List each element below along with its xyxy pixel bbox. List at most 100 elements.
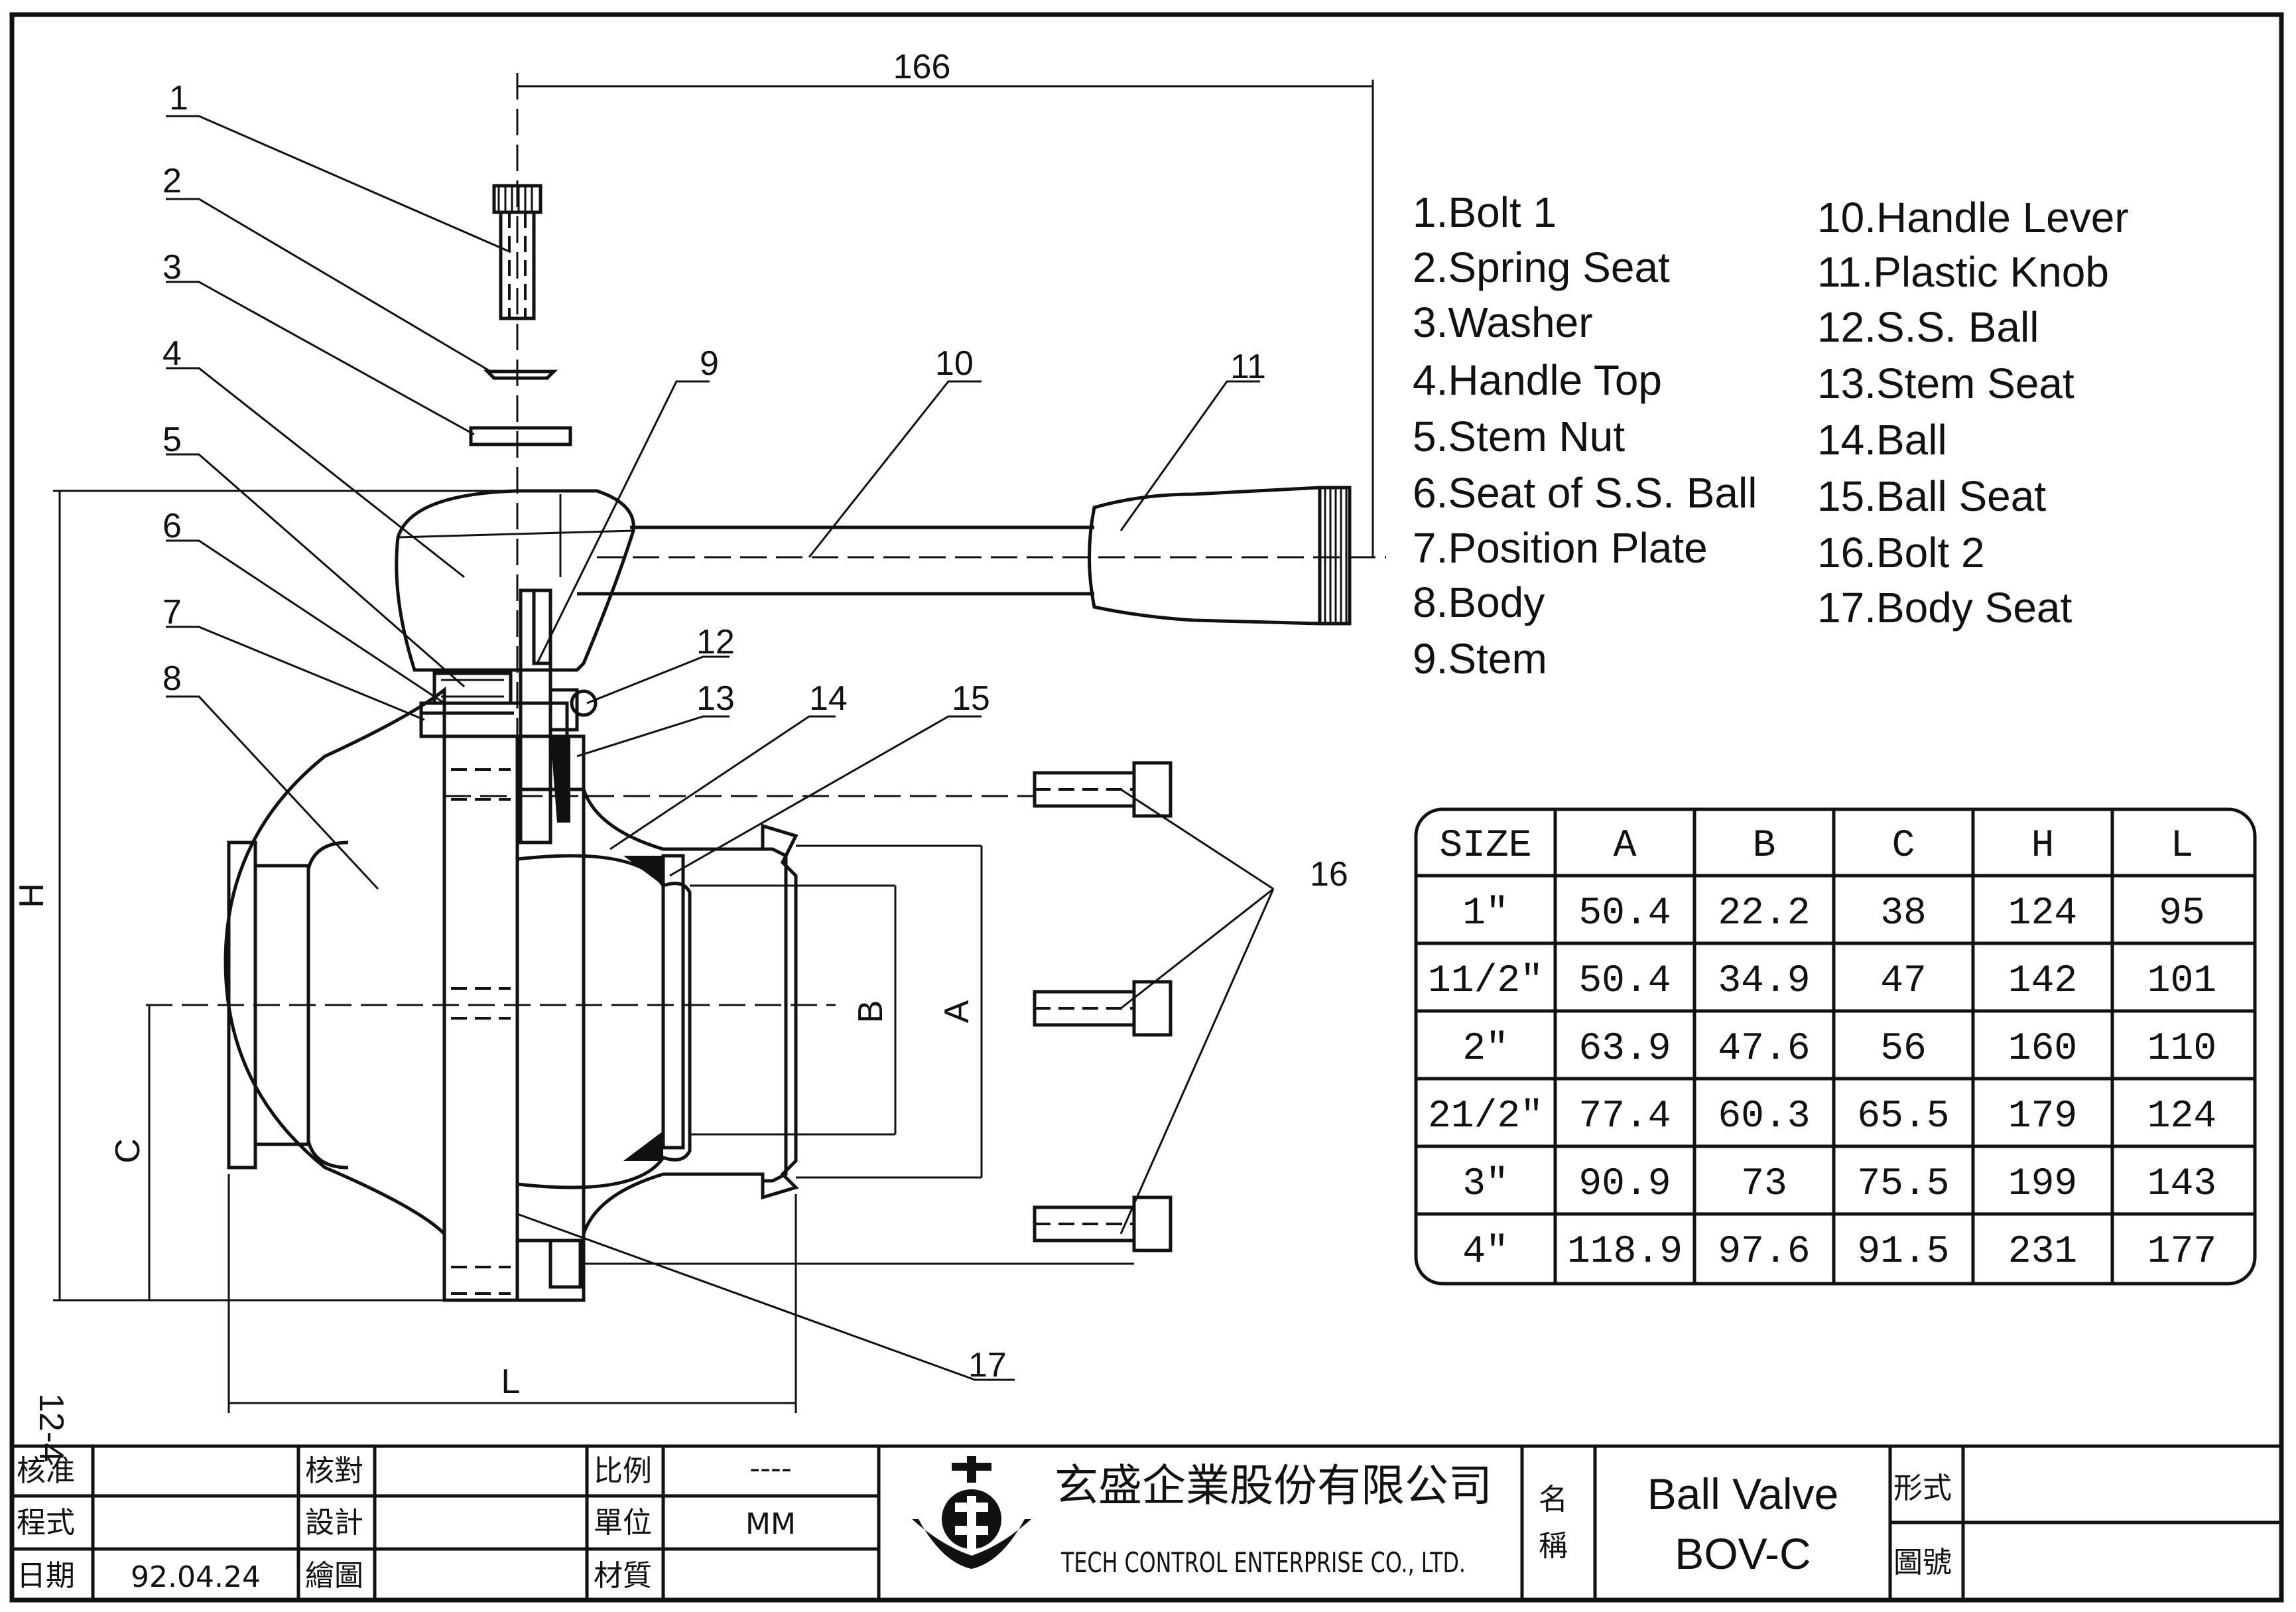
company-logo (912, 1456, 1031, 1569)
callout-15: 15 (952, 679, 990, 718)
size-table-cell: 199 (2008, 1163, 2077, 1206)
part-16: 16.Bolt 2 (1817, 529, 1985, 576)
size-table-cell: 63.9 (1578, 1028, 1671, 1071)
company-name-en: TECH CONTROL ENTERPRISE CO., LTD. (1060, 1546, 1466, 1579)
size-table-cell: 75.5 (1857, 1163, 1949, 1206)
label-drawing-no: 圖號 (1893, 1546, 1952, 1579)
callout-11: 11 (1230, 348, 1266, 386)
dim-H: H (13, 883, 51, 908)
size-table-cell: 60.3 (1718, 1095, 1810, 1138)
label-scale: 比例 (594, 1454, 652, 1488)
label-drawn: 繪圖 (305, 1559, 363, 1593)
size-table-cell: 4″ (1462, 1231, 1509, 1274)
part-1: 1.Bolt 1 (1413, 188, 1557, 236)
bolt-2-group (584, 761, 1173, 1265)
label-design: 設計 (305, 1506, 363, 1540)
size-table-cell: 21/2″ (1428, 1095, 1543, 1138)
part-6: 6.Seat of S.S. Ball (1413, 469, 1757, 517)
size-table-cell: 50.4 (1578, 960, 1671, 1003)
size-table-cell: 11/2″ (1428, 960, 1543, 1003)
valve-assembly-drawing: 16 6 (13, 48, 1386, 1462)
label-material: 材質 (594, 1559, 652, 1593)
dim-L: L (501, 1363, 521, 1401)
part-2: 2.Spring Seat (1413, 243, 1670, 291)
size-table-cell: 47 (1880, 960, 1927, 1003)
product-name: Ball Valve (1647, 1469, 1839, 1518)
th-B: B (1753, 825, 1776, 868)
page-code: 12-4 (32, 1393, 70, 1462)
label-approve: 核准 (17, 1454, 75, 1488)
value-scale: ---- (749, 1451, 792, 1485)
size-table-cell: 124 (2147, 1095, 2216, 1138)
size-table-cell: 34.9 (1718, 960, 1810, 1003)
th-C: C (1892, 825, 1915, 868)
part-14: 14.Ball (1817, 416, 1947, 464)
part-7: 7.Position Plate (1413, 524, 1708, 572)
part-9: 9.Stem (1413, 635, 1547, 683)
label-unit: 單位 (594, 1506, 652, 1540)
size-table-cell: 143 (2147, 1163, 2216, 1206)
callout-5: 5 (162, 421, 182, 459)
part-3: 3.Washer (1413, 299, 1593, 346)
label-type: 形式 (1893, 1471, 1952, 1505)
size-table-cell: 91.5 (1857, 1231, 1949, 1274)
label-name-2: 稱 (1539, 1529, 1568, 1563)
size-table-cell: 38 (1880, 892, 1927, 935)
th-A: A (1614, 825, 1637, 868)
part-5: 5.Stem Nut (1413, 413, 1625, 460)
size-table-cell: 118.9 (1567, 1231, 1683, 1274)
callout-4: 4 (162, 334, 182, 373)
size-table-cell: 73 (1741, 1163, 1787, 1206)
callout-3: 3 (162, 248, 182, 287)
size-table-cell: 3″ (1462, 1163, 1509, 1206)
dim-A: A (938, 1000, 976, 1023)
size-table-cell: 177 (2147, 1231, 2216, 1274)
size-table-cell: 77.4 (1578, 1095, 1671, 1138)
callout-14: 14 (809, 679, 848, 718)
size-table-cell: 95 (2159, 892, 2205, 935)
part-17: 17.Body Seat (1817, 584, 2073, 632)
callout-8: 8 (162, 659, 182, 698)
callout-16: 16 (1310, 855, 1348, 894)
size-table-grid (1416, 809, 2255, 1284)
label-check: 核對 (305, 1454, 363, 1488)
part-8: 8.Body (1413, 578, 1545, 626)
th-size: SIZE (1439, 825, 1531, 868)
callout-17: 17 (968, 1346, 1007, 1384)
value-date: 92.04.24 (131, 1560, 261, 1594)
callout-6: 6 (162, 507, 182, 545)
size-table-cell: 1″ (1462, 892, 1509, 935)
callout-12: 12 (696, 623, 735, 661)
size-table-cell: 90.9 (1578, 1163, 1671, 1206)
callout-9: 9 (700, 344, 719, 383)
size-table-cell: 179 (2008, 1095, 2077, 1138)
label-date: 日期 (17, 1559, 75, 1593)
size-table-cell: 65.5 (1857, 1095, 1949, 1138)
callout-2: 2 (162, 162, 182, 200)
parts-list: 1.Bolt 1 2.Spring Seat 3.Washer 4.Handle… (1413, 188, 2129, 683)
size-table-cell: 160 (2008, 1028, 2077, 1071)
th-H: H (2031, 825, 2055, 868)
part-4: 4.Handle Top (1413, 356, 1662, 404)
size-table-cell: 231 (2008, 1231, 2077, 1274)
dim-B: B (852, 1000, 890, 1024)
company-name-cn: 玄盛企業股份有限公司 (1054, 1460, 1492, 1511)
callout-7: 7 (162, 593, 182, 632)
size-table-cell: 50.4 (1578, 892, 1671, 935)
title-block: 核准 核對 比例 ---- 程式 設計 單位 MM 日期 92.04.24 繪圖… (12, 1444, 2281, 1600)
size-table-cell: 110 (2147, 1028, 2216, 1071)
part-15: 15.Ball Seat (1817, 472, 2046, 520)
product-model: BOV-C (1675, 1529, 1811, 1578)
part-10: 10.Handle Lever (1817, 194, 2129, 241)
size-table-cell: 124 (2008, 892, 2077, 935)
callout-1: 1 (169, 79, 188, 117)
size-table-cell: 2″ (1462, 1028, 1509, 1071)
sheet-border (9, 12, 2284, 1603)
value-unit: MM (745, 1507, 796, 1541)
part-11: 11.Plastic Knob (1817, 248, 2109, 296)
part-12: 12.S.S. Ball (1817, 303, 2039, 351)
callout-10: 10 (935, 344, 974, 383)
